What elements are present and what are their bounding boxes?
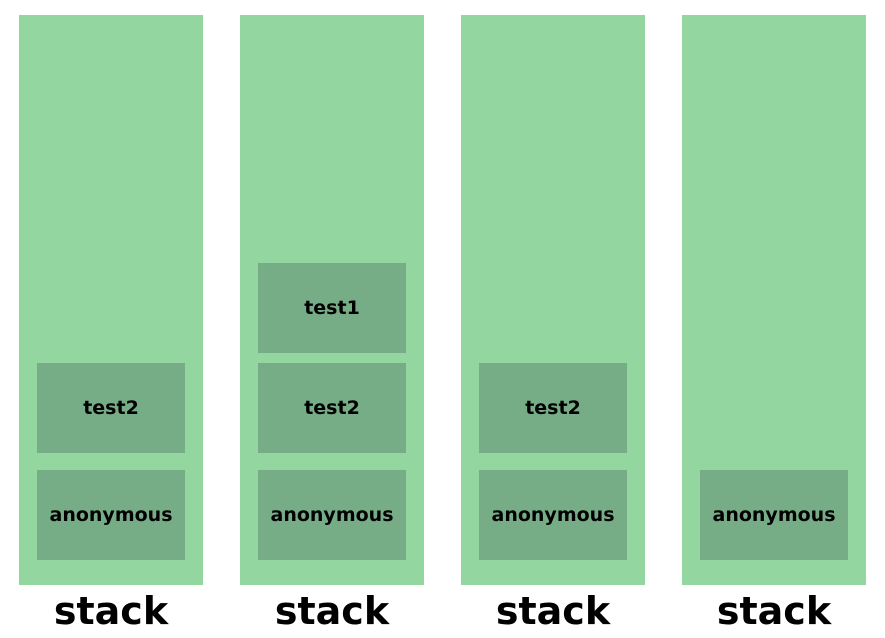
stack-column-1: anonymous test2 <box>19 15 203 585</box>
stack-label: stack <box>495 589 611 633</box>
stack-label: stack <box>716 589 832 633</box>
stack-frame: test2 <box>258 363 406 453</box>
stack-column-3: anonymous test2 <box>461 15 645 585</box>
stack-column-2: anonymous test2 test1 <box>240 15 424 585</box>
stack-label: stack <box>274 589 390 633</box>
stack-column-4: anonymous <box>682 15 866 585</box>
stack-frame: anonymous <box>37 470 185 560</box>
stack-frame: test2 <box>37 363 185 453</box>
stack-label: stack <box>53 589 169 633</box>
stack-frame: anonymous <box>479 470 627 560</box>
stack-frame: test1 <box>258 263 406 353</box>
stack-frame: anonymous <box>258 470 406 560</box>
stack-frame: test2 <box>479 363 627 453</box>
stack-frame: anonymous <box>700 470 848 560</box>
